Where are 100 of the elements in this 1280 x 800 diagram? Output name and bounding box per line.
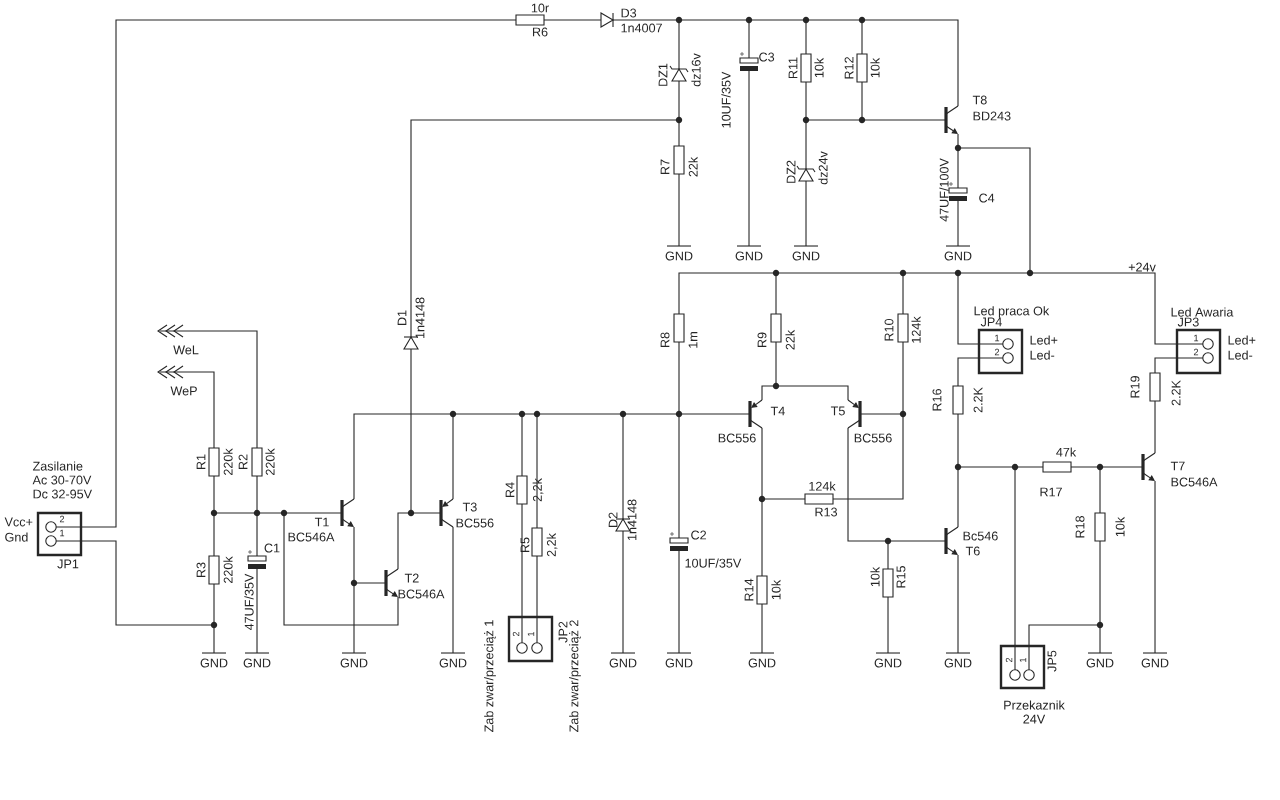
part-label: C1 [264,543,280,553]
ground-label: GND [665,658,693,668]
value-label: 10k [870,57,880,78]
pin-number: 2 [994,348,1000,356]
part-label: T7 [1170,461,1185,471]
value-label: Bc546 [963,531,998,541]
value-label: 10UF/35V [685,558,742,568]
net-label: Led Awaria [1171,307,1234,317]
ground-label: GND [609,658,637,668]
ground-label: GND [944,251,972,261]
part-label: T6 [965,546,980,556]
value-label: 10UF/35V [721,71,731,128]
ground-label: GND [665,251,693,261]
part-label: T3 [462,502,477,512]
pin-number: 1 [527,631,535,636]
part-label: R2 [238,454,248,470]
value-label: 124k [809,481,836,491]
net-label: Led praca Ok [974,306,1050,318]
pin-number: 1 [1019,657,1027,662]
part-label: R18 [1075,516,1085,538]
value-label: dz24v [818,151,828,185]
part-label: R17 [1040,487,1062,497]
net-label: Ac 30-70V [32,475,92,485]
ground-label: GND [874,658,902,668]
part-label: T1 [314,517,329,527]
value-label: 2.2K [1171,380,1181,406]
ground-label: GND [200,658,228,668]
net-label: Led- [1228,350,1253,360]
part-label: R14 [744,578,754,601]
part-label: JP3 [1177,317,1199,327]
value-label: 22k [785,329,795,350]
part-label: JP2 [558,621,568,643]
net-label: Dc 32-95V [33,489,92,499]
value-label: 10k [870,566,880,587]
value-label: 1m [688,332,698,348]
value-label: 124k [911,316,921,343]
part-label: T8 [972,95,987,105]
part-label: R8 [660,332,670,348]
net-label: Led+ [1228,335,1256,345]
value-label: 10k [771,579,781,600]
value-label: BC546A [288,532,335,542]
pin-number: 1 [995,334,1000,342]
ground-label: GND [243,658,271,668]
value-label: dz16v [691,53,701,87]
value-label: 1n4148 [627,499,637,541]
pin-number: 2 [59,515,65,523]
value-label: 47k [1056,447,1077,457]
pin-number: 2 [1005,657,1013,663]
net-label: Led- [1030,350,1055,360]
pin-number: 1 [1194,334,1199,342]
part-label: JP1 [57,559,79,569]
pin-number: 1 [60,529,65,537]
part-label: C2 [691,530,706,540]
part-label: T4 [770,406,785,416]
net-label: WeL [173,345,199,355]
net-label: WeP [170,386,197,396]
value-label: 1n4007 [621,23,662,33]
part-label: D2 [608,512,618,528]
value-label: BC556 [718,433,756,443]
net-label: +24v [1128,262,1156,272]
net-label: Zab zwar/przeciąż 1 [484,620,496,732]
part-label: C4 [979,193,995,203]
part-label: T2 [404,573,419,583]
value-label: BC556 [456,518,494,528]
value-label: BC556 [854,433,892,443]
value-label: 220k [265,448,275,476]
part-label: DZ2 [786,160,796,183]
value-label: 10k [1115,516,1125,537]
value-label: 10k [814,57,824,78]
value-label: 2,2k [532,478,544,502]
part-label: R9 [757,332,767,348]
part-label: R16 [932,389,942,411]
part-label: R4 [505,482,515,498]
value-label: BC546A [1171,477,1218,487]
value-label: 2,2k [546,533,558,557]
part-label: R10 [884,318,894,341]
pin-number: 2 [512,631,520,637]
part-label: JP5 [1047,650,1057,672]
value-label: 47UF/100V [939,158,949,222]
ground-label: GND [340,658,368,668]
part-label: JP4 [980,317,1002,327]
part-label: R11 [788,57,798,79]
ground-label: GND [792,251,820,261]
part-label: DZ1 [658,63,668,86]
part-label: R7 [660,159,670,175]
ground-label: GND [748,658,776,668]
ground-label: GND [944,658,972,668]
value-label: BD243 [973,111,1011,121]
part-label: D1 [397,310,407,326]
part-label: C3 [759,52,775,62]
value-label: 47UF/35V [244,573,254,631]
part-label: R13 [815,507,837,517]
part-label: R6 [533,27,548,37]
ground-label: GND [1141,658,1169,668]
value-label: 22k [688,156,698,177]
net-label: Led+ [1030,335,1058,345]
value-label: 10r [531,3,549,13]
net-label: Gnd [5,532,28,542]
net-label: 24V [1023,714,1046,724]
value-label: 2.2K [973,387,983,413]
